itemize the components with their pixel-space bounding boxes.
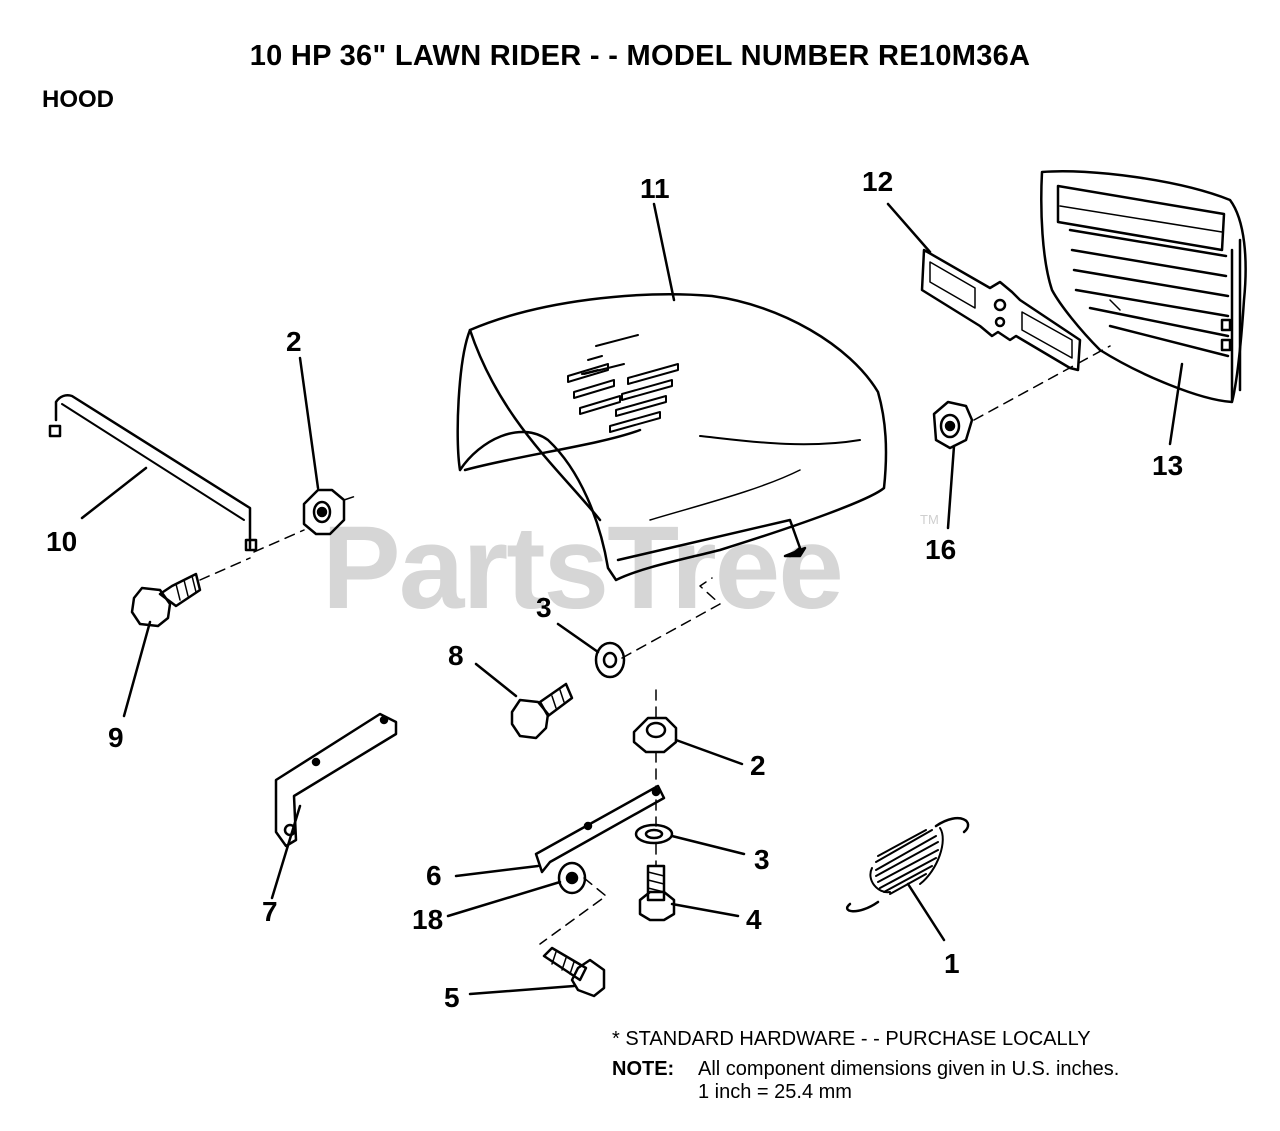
nut-16-part bbox=[932, 400, 974, 450]
section-label: HOOD bbox=[42, 86, 114, 113]
assembly-lines bbox=[199, 345, 1111, 945]
note-text: All component dimensions given in U.S. i… bbox=[698, 1058, 1120, 1080]
spring-part bbox=[846, 816, 970, 913]
callout-8: 8 bbox=[448, 640, 464, 671]
grille-bracket-part bbox=[920, 248, 1082, 372]
hood-part bbox=[456, 293, 888, 582]
callout-16: 16 bbox=[925, 534, 957, 565]
watermark: PartsTree bbox=[322, 502, 844, 634]
bolt-9-part bbox=[130, 572, 202, 628]
callout-3-lower: 3 bbox=[754, 844, 770, 875]
bracket-6-part bbox=[534, 784, 666, 874]
callout-13: 13 bbox=[1152, 450, 1184, 481]
washer-part bbox=[594, 641, 626, 679]
bolt-8-part bbox=[510, 682, 574, 740]
unit-conversion: 1 inch = 25.4 mm bbox=[698, 1081, 852, 1103]
callout-11: 11 bbox=[640, 173, 670, 204]
callout-1: 1 bbox=[944, 948, 960, 979]
note-label: NOTE: bbox=[612, 1058, 675, 1080]
bolt-4-part bbox=[638, 864, 676, 922]
standard-hardware-note: * STANDARD HARDWARE - - PURCHASE LOCALLY bbox=[612, 1028, 1091, 1050]
nut-2-lower-part bbox=[632, 716, 678, 754]
callout-5: 5 bbox=[444, 982, 460, 1013]
callout-2-lower: 2 bbox=[750, 750, 766, 781]
watermark-trademark: TM bbox=[920, 512, 939, 527]
callout-7: 7 bbox=[262, 896, 278, 927]
page-title: 10 HP 36" LAWN RIDER - - MODEL NUMBER RE… bbox=[249, 40, 1031, 72]
washer-18-part bbox=[557, 861, 587, 895]
callout-18: 18 bbox=[412, 904, 444, 935]
callout-3-upper: 3 bbox=[536, 592, 552, 623]
callout-9: 9 bbox=[108, 722, 124, 753]
callout-2-upper: 2 bbox=[286, 326, 302, 357]
callout-6: 6 bbox=[426, 860, 442, 891]
bolt-5-part bbox=[542, 946, 606, 998]
callout-10: 10 bbox=[46, 526, 78, 557]
hood-rod-part bbox=[48, 394, 258, 552]
grille-part bbox=[1040, 169, 1247, 404]
nut-part bbox=[302, 488, 346, 536]
callout-12: 12 bbox=[862, 166, 894, 197]
callout-4: 4 bbox=[746, 904, 762, 935]
leader-lines bbox=[80, 202, 1184, 996]
washer-3-lower-part bbox=[634, 823, 674, 845]
